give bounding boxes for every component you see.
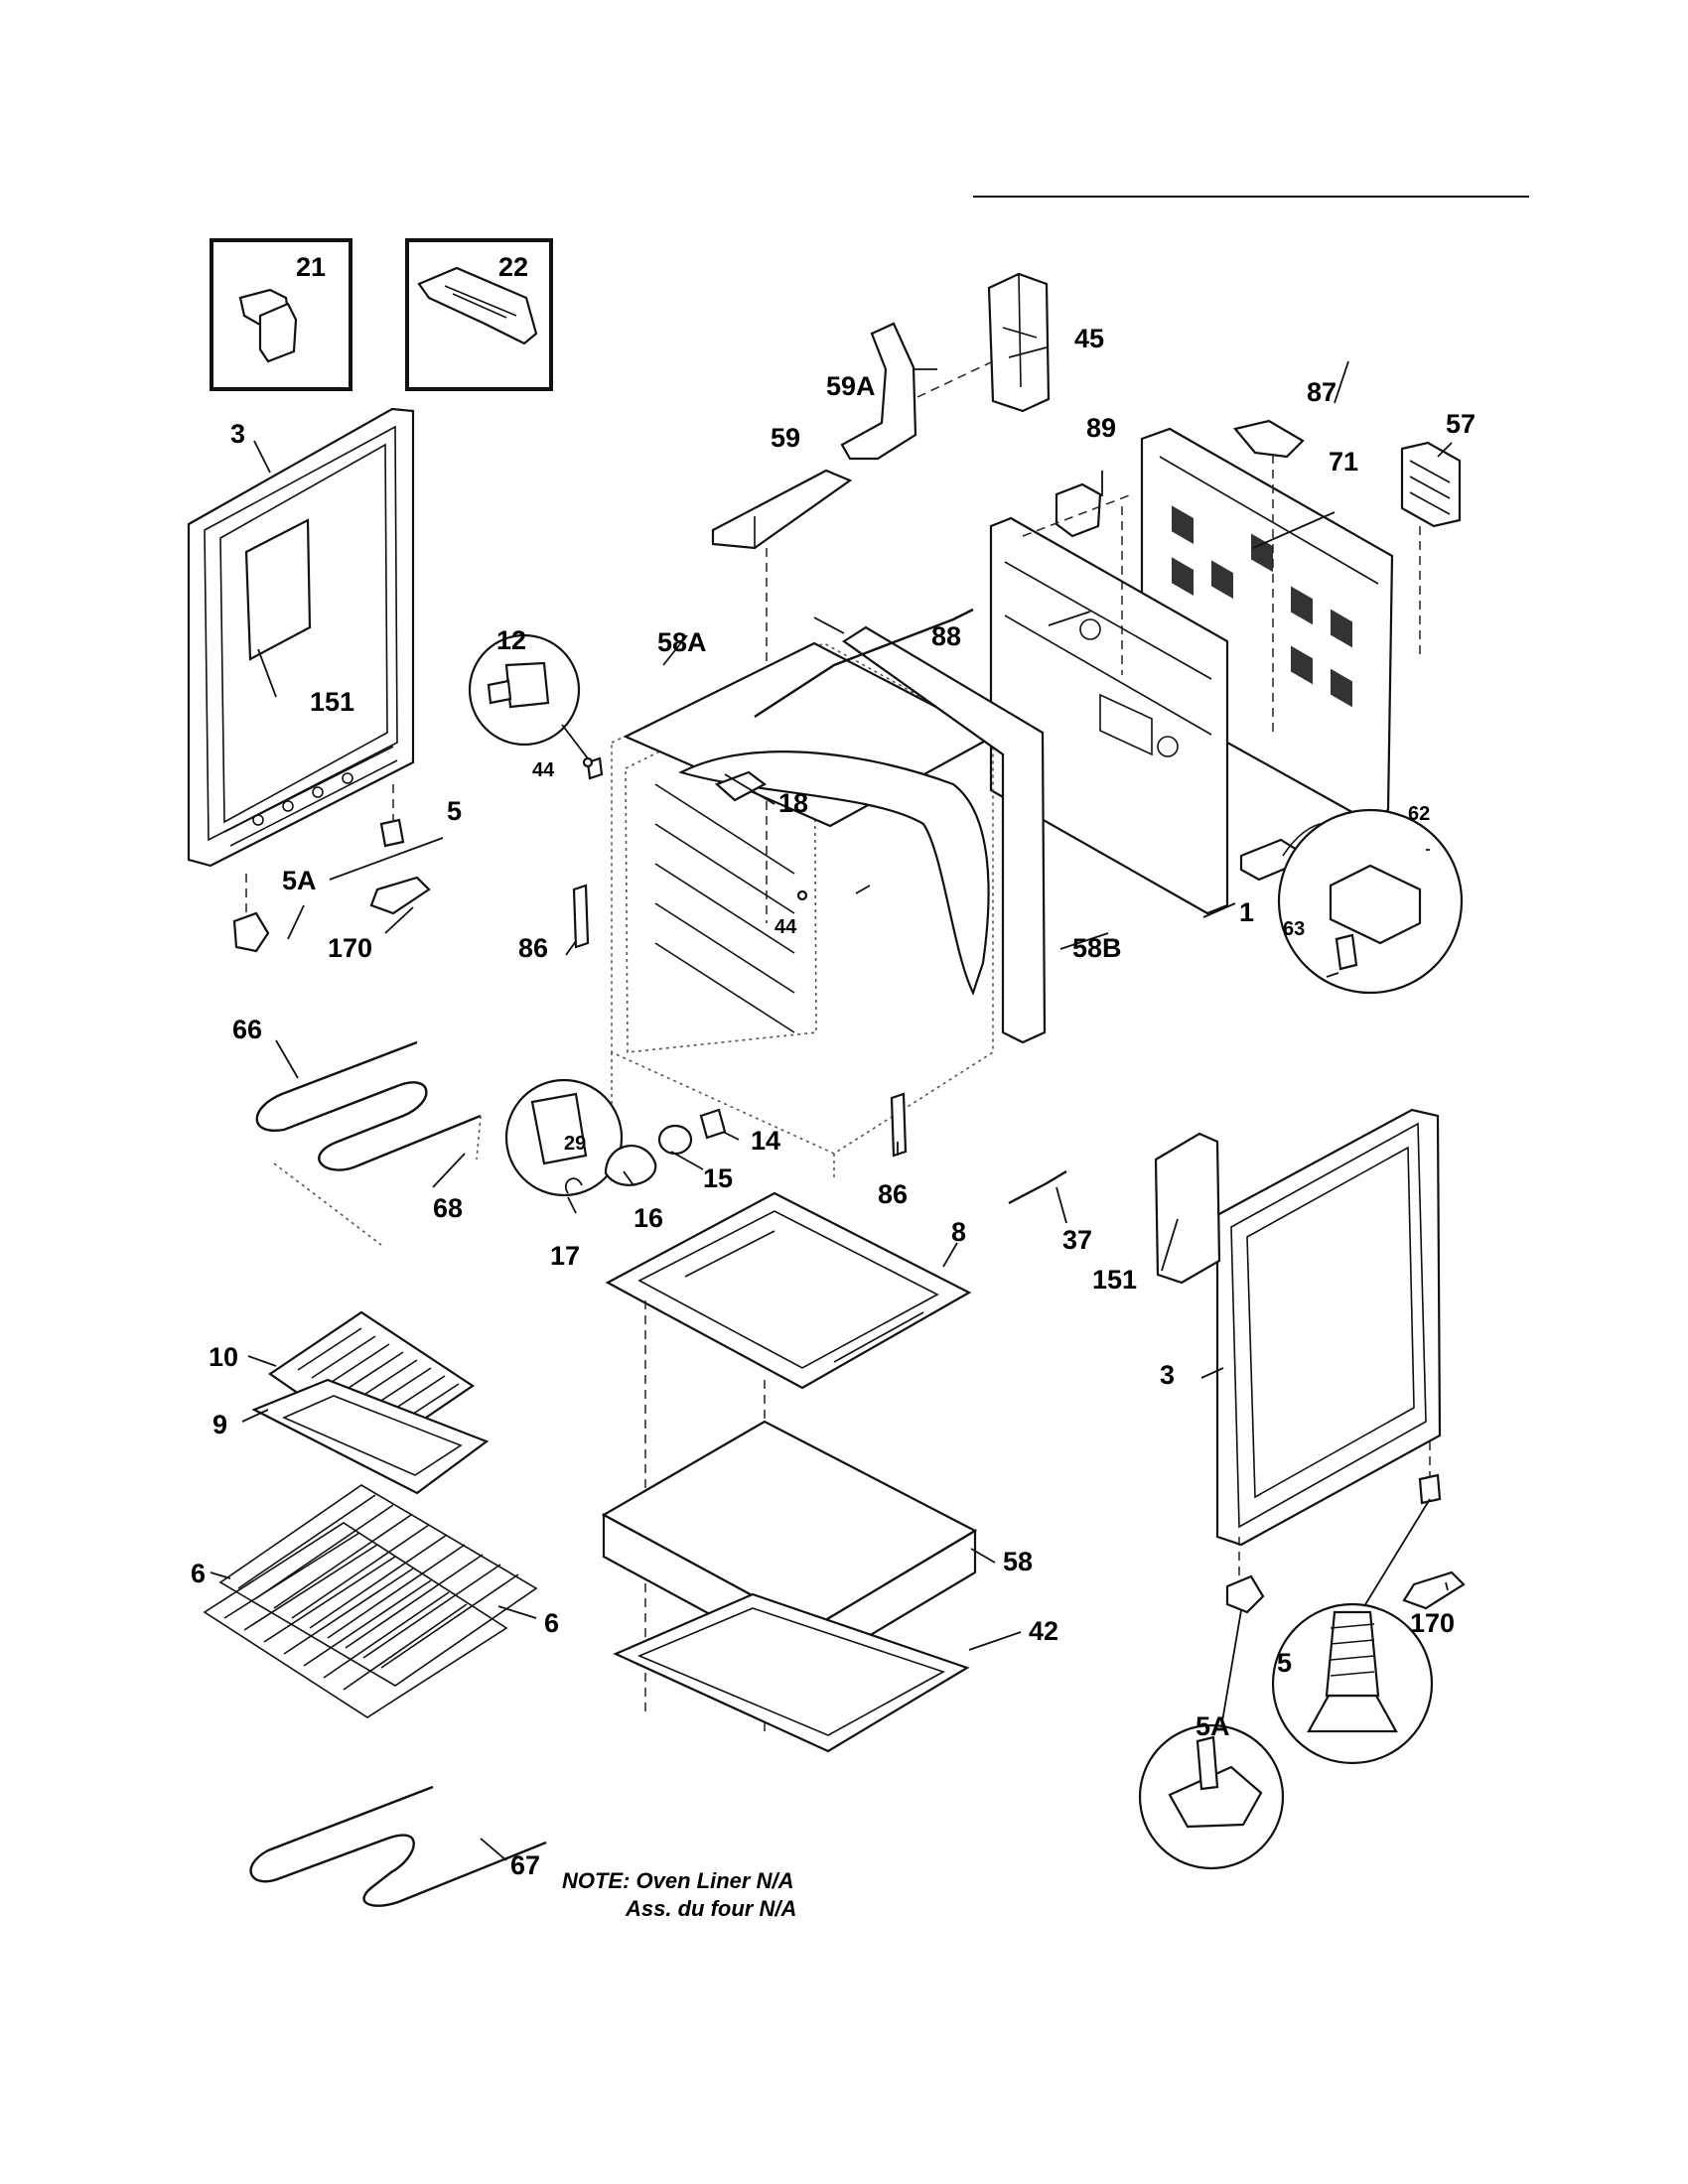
label-29: 29 <box>564 1133 586 1155</box>
label-42: 42 <box>1029 1616 1058 1646</box>
label-68: 68 <box>433 1193 463 1223</box>
label-5-left: 5 <box>447 796 462 826</box>
label-16: 16 <box>633 1203 663 1233</box>
screw-44a <box>582 756 594 768</box>
label-6-right: 6 <box>544 1608 559 1638</box>
label-58B: 58B <box>1072 933 1122 963</box>
label-89: 89 <box>1086 413 1116 443</box>
bracket-45 <box>987 272 1051 413</box>
part-labels: 21 22 45 59A 87 57 3 59 89 71 151 12 58A… <box>191 252 1476 1880</box>
label-59: 59 <box>771 423 800 453</box>
label-63: 63 <box>1283 918 1305 940</box>
cover-57 <box>1400 441 1462 528</box>
label-151-left: 151 <box>310 687 354 717</box>
leveler-right <box>1225 1441 1466 1614</box>
label-59A: 59A <box>826 371 876 401</box>
rear-panel-vents <box>1172 505 1352 708</box>
lamp-cover-16 <box>604 1145 657 1186</box>
plate-87 <box>1233 419 1305 459</box>
label-5A-left: 5A <box>282 866 317 895</box>
label-44-top: 44 <box>532 759 555 781</box>
label-17: 17 <box>550 1241 580 1271</box>
detail-5 <box>1271 1498 1434 1765</box>
sensor-12 <box>468 633 604 780</box>
label-151-right: 151 <box>1092 1265 1137 1295</box>
leveler-left <box>232 784 431 953</box>
label-18: 18 <box>778 788 808 818</box>
label-3-right: 3 <box>1160 1360 1175 1390</box>
bottom-pan-42 <box>613 1592 970 1753</box>
side-panel-left <box>187 407 415 868</box>
leader-lines <box>210 346 1453 1861</box>
oven-rack-6b <box>203 1522 508 1718</box>
label-87: 87 <box>1307 377 1336 407</box>
label-5-right: 5 <box>1277 1648 1292 1678</box>
label-57: 57 <box>1446 409 1476 439</box>
label-3-left: 3 <box>230 419 245 449</box>
element-66 <box>255 1040 482 1246</box>
label-86-right: 86 <box>878 1179 908 1209</box>
label-62: 62 <box>1408 803 1430 825</box>
label-44-mid: 44 <box>774 916 797 938</box>
bracket-18 <box>714 770 768 802</box>
label-22: 22 <box>498 252 528 282</box>
lamp-housing-29 <box>504 1078 624 1197</box>
oven-bottom-8 <box>605 1191 972 1390</box>
back-frame-1 <box>989 516 1229 915</box>
label-12: 12 <box>496 625 526 655</box>
label-5A-right: 5A <box>1196 1711 1230 1741</box>
label-170-left: 170 <box>328 933 372 963</box>
label-14: 14 <box>751 1126 780 1156</box>
bracket-86-right <box>890 1092 908 1158</box>
label-170-right: 170 <box>1410 1608 1455 1638</box>
label-21: 21 <box>296 252 326 282</box>
inset-box-22 <box>405 238 553 391</box>
bracket-89 <box>1055 482 1102 538</box>
label-86-left: 86 <box>518 933 548 963</box>
label-88: 88 <box>931 621 961 651</box>
duct-59A <box>840 322 917 461</box>
oven-cavity-58A <box>611 641 996 1181</box>
insulation-58B <box>678 625 1047 1044</box>
note-line-2: Ass. du four N/A <box>625 1896 796 1921</box>
label-58: 58 <box>1003 1547 1033 1576</box>
lamp-bulb-15 <box>657 1124 693 1156</box>
screw-44b <box>796 889 808 901</box>
broil-pan-9 <box>251 1378 490 1495</box>
label-66: 66 <box>232 1015 262 1044</box>
side-panel-right <box>1215 1108 1442 1547</box>
bracket-151-right <box>1154 1132 1221 1285</box>
label-1: 1 <box>1239 897 1254 927</box>
label-67: 67 <box>510 1850 540 1880</box>
label-45: 45 <box>1074 324 1104 353</box>
bracket-86-left <box>572 884 590 949</box>
label-71: 71 <box>1329 447 1358 477</box>
label-9: 9 <box>212 1410 227 1439</box>
label-8: 8 <box>951 1217 966 1247</box>
clip-17 <box>565 1177 583 1194</box>
wire-37 <box>1008 1169 1067 1205</box>
label-58A: 58A <box>657 627 707 657</box>
label-6-left: 6 <box>191 1559 206 1588</box>
label-37: 37 <box>1062 1225 1092 1255</box>
element-67 <box>249 1785 547 1907</box>
lamp-socket-14 <box>699 1108 727 1140</box>
terminal-block-62 <box>1239 808 1464 995</box>
note-line-1: NOTE: Oven Liner N/A <box>562 1868 793 1893</box>
wire-88 <box>754 608 974 719</box>
label-15: 15 <box>703 1163 733 1193</box>
duct-59 <box>711 469 853 550</box>
inset-box-21 <box>210 238 352 391</box>
label-10: 10 <box>209 1342 238 1372</box>
detail-5A <box>1138 1609 1285 1870</box>
oven-rack-6a <box>218 1484 538 1687</box>
